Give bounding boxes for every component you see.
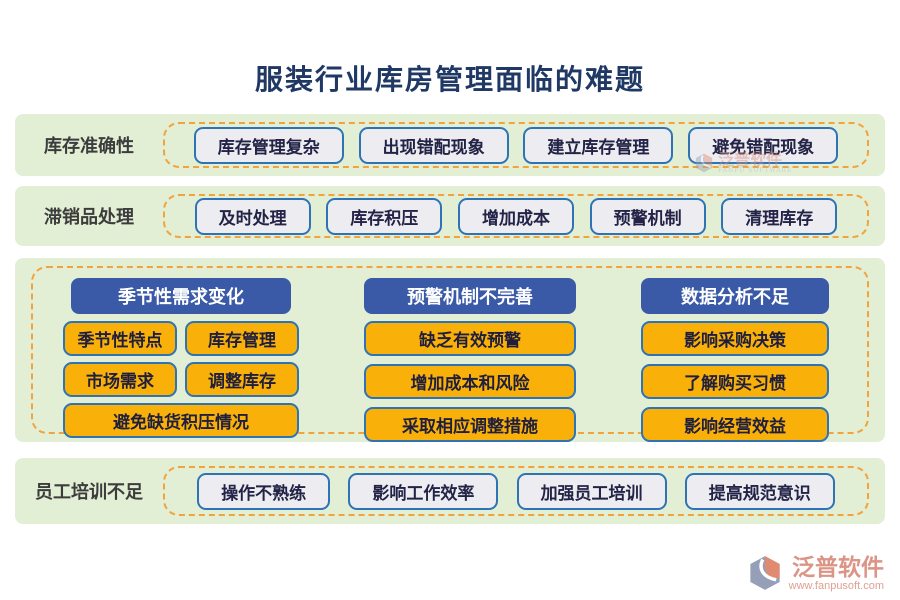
- column-seasonal-demand: 季节性需求变化 季节性特点 库存管理 市场需求 调整库存 避免缺货积压情况: [63, 278, 299, 438]
- brand-name: 泛普软件: [792, 553, 884, 581]
- column-header: 季节性需求变化: [71, 278, 291, 314]
- node: 季节性特点: [63, 321, 177, 356]
- node: 操作不熟练: [197, 472, 331, 510]
- column-header: 预警机制不完善: [364, 278, 576, 314]
- mid-section: 季节性需求变化 季节性特点 库存管理 市场需求 调整库存 避免缺货积压情况 预警…: [15, 258, 885, 442]
- node: 库存积压: [326, 197, 443, 235]
- band-dashed-box: 及时处理 库存积压 增加成本 预警机制 清理库存: [163, 194, 869, 238]
- node: 采取相应调整措施: [364, 407, 576, 442]
- column-warning-mechanism: 预警机制不完善 缺乏有效预警 增加成本和风险 采取相应调整措施: [364, 278, 576, 442]
- footer-brand: 泛普软件 www.fanpusoft.com: [747, 553, 884, 592]
- band-label: 库存准确性: [44, 136, 134, 157]
- band-staff-training: 员工培训不足 操作不熟练 影响工作效率 加强员工培训 提高规范意识: [15, 458, 885, 524]
- node: 调整库存: [185, 362, 299, 397]
- node: 清理库存: [721, 197, 838, 235]
- node: 库存管理复杂: [193, 126, 344, 164]
- page-title: 服装行业库房管理面临的难题: [254, 63, 645, 96]
- node: 建立库存管理: [523, 126, 674, 164]
- node: 增加成本和风险: [364, 364, 576, 399]
- node: 影响采购决策: [641, 321, 829, 356]
- band-inventory-accuracy: 库存准确性 库存管理复杂 出现错配现象 建立库存管理 避免错配现象: [15, 114, 885, 176]
- node: 避免缺货积压情况: [63, 403, 299, 438]
- band-label: 滞销品处理: [44, 207, 134, 228]
- band-slow-moving-goods: 滞销品处理 及时处理 库存积压 增加成本 预警机制 清理库存: [15, 186, 885, 246]
- node: 及时处理: [194, 197, 311, 235]
- node: 影响经营效益: [641, 407, 829, 442]
- band-dashed-box: 操作不熟练 影响工作效率 加强员工培训 提高规范意识: [163, 466, 869, 516]
- node: 市场需求: [63, 362, 177, 397]
- node: 加强员工培训: [516, 472, 667, 510]
- node: 影响工作效率: [348, 472, 499, 510]
- node: 出现错配现象: [358, 126, 509, 164]
- column-header: 数据分析不足: [641, 278, 829, 314]
- brand-url: www.fanpusoft.com: [788, 579, 884, 592]
- node: 了解购买习惯: [641, 364, 829, 399]
- node: 增加成本: [457, 197, 574, 235]
- node: 缺乏有效预警: [364, 321, 576, 356]
- node: 提高规范意识: [684, 472, 835, 510]
- node: 库存管理: [185, 321, 299, 356]
- node: 避免错配现象: [688, 126, 839, 164]
- mid-dashed-box: 季节性需求变化 季节性特点 库存管理 市场需求 调整库存 避免缺货积压情况 预警…: [31, 266, 869, 442]
- band-dashed-box: 库存管理复杂 出现错配现象 建立库存管理 避免错配现象: [163, 122, 869, 168]
- node: 预警机制: [589, 197, 706, 235]
- column-data-analysis: 数据分析不足 影响采购决策 了解购买习惯 影响经营效益: [641, 278, 829, 442]
- band-label: 员工培训不足: [35, 482, 143, 503]
- fanpu-logo-icon: [750, 556, 780, 591]
